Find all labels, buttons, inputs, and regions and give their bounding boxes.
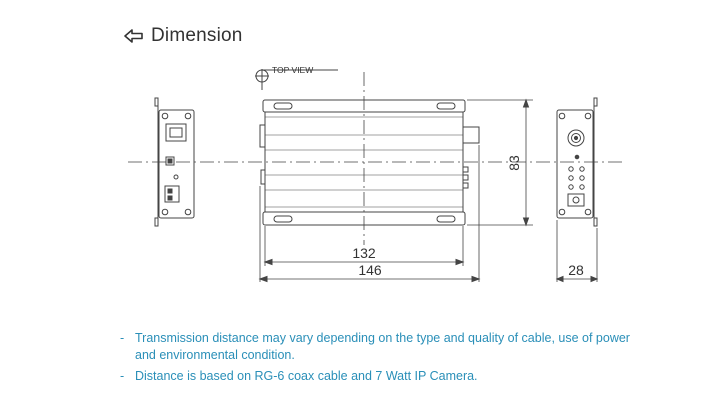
note-item: - Transmission distance may vary dependi… — [120, 330, 640, 364]
page-title: Dimension — [151, 25, 243, 46]
top-view-label: TOP VIEW — [272, 65, 313, 75]
right-side-view — [556, 97, 598, 227]
back-arrow-icon — [123, 26, 145, 46]
left-side-view — [154, 97, 195, 227]
outer-width-value: 146 — [358, 262, 382, 278]
height-dimension — [467, 98, 533, 227]
note-item: - Distance is based on RG-6 coax cable a… — [120, 368, 640, 385]
width-dimensions — [258, 145, 481, 283]
note-text: Transmission distance may vary depending… — [135, 331, 630, 362]
note-bullet: - — [120, 331, 125, 345]
depth-dimension — [555, 220, 599, 283]
height-value: 83 — [506, 155, 522, 171]
note-text: Distance is based on RG-6 coax cable and… — [135, 369, 478, 383]
depth-value: 28 — [568, 262, 584, 278]
note-bullet: - — [120, 369, 125, 383]
inner-width-value: 132 — [352, 245, 376, 261]
section-heading: Dimension — [123, 24, 243, 48]
dimension-drawing: TOP VIEW 83 132 146 28 — [128, 65, 625, 283]
top-view — [255, 69, 480, 226]
